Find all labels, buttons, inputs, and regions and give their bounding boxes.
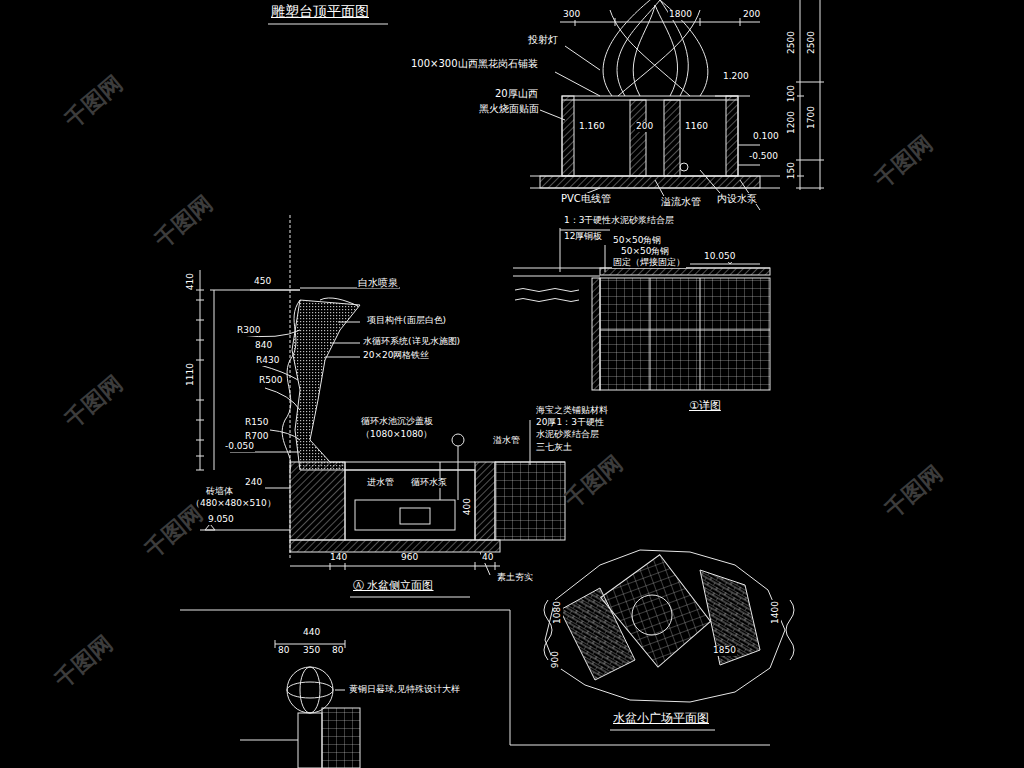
annotation-text: （1080×1080） xyxy=(360,430,433,440)
annotation-text: 水循环系统(详见水施图) xyxy=(362,337,461,347)
annotation-text: 素土夯实 xyxy=(496,573,534,583)
annotation-text: 投射灯 xyxy=(527,34,559,45)
annotation-text: 40 xyxy=(481,553,494,563)
watermark: 千图网 xyxy=(60,371,128,433)
annotation-text: 1：3干硬性水泥砂浆结合层 xyxy=(563,216,675,226)
annotation-text: 960 xyxy=(400,553,419,563)
annotation-text: 进水管 xyxy=(366,478,395,488)
dimension-text: 1700 xyxy=(807,105,817,130)
annotation-text: 440 xyxy=(302,628,321,638)
annotation-text: 80 xyxy=(277,646,290,656)
annotation-text: R430 xyxy=(255,356,280,366)
annotation-text: 1.200 xyxy=(722,72,750,82)
annotation-text: 内设水泵 xyxy=(716,193,758,204)
annotation-text: 1.160 xyxy=(578,122,606,132)
annotation-text: 三七灰土 xyxy=(535,443,573,453)
annotation-text: 溢流水管 xyxy=(660,196,702,207)
annotation-text: PVC电线管 xyxy=(560,193,612,204)
annotation-text: 项目构件(面层白色) xyxy=(366,316,447,326)
dimension-text: 410 xyxy=(186,272,196,291)
annotation-text: 240 xyxy=(244,478,263,488)
annotation-text: 20×20网格铁丝 xyxy=(362,351,430,361)
annotation-text: 1850 xyxy=(712,646,737,656)
view-title: 雕塑台顶平面图 xyxy=(270,4,370,19)
dimension-text: 1080 xyxy=(553,600,563,625)
annotation-text: 砖墙体 xyxy=(205,487,234,497)
dimension-text: 100 xyxy=(787,84,797,103)
watermark: 千图网 xyxy=(50,631,118,693)
annotation-text: 循环水池沉沙盖板 xyxy=(360,417,434,427)
annotation-text: 9.050 xyxy=(207,515,235,525)
watermark: 千图网 xyxy=(560,451,628,513)
annotation-text: 200 xyxy=(635,122,654,132)
annotation-text: 300 xyxy=(562,10,581,20)
annotation-text: 20厚1：3干硬性 xyxy=(535,418,605,428)
annotation-text: 溢水管 xyxy=(492,436,521,446)
annotation-text: 140 xyxy=(329,553,348,563)
annotation-text: 12厚铜板 xyxy=(563,232,603,242)
annotation-text: 10.050 xyxy=(703,252,737,262)
annotation-text: 水泥砂浆结合层 xyxy=(535,430,600,440)
annotation-text: 黑火烧面贴面 xyxy=(478,103,540,114)
annotation-text: 200 xyxy=(742,10,761,20)
dimension-text: 900 xyxy=(551,650,561,669)
annotation-text: R300 xyxy=(236,326,261,336)
annotation-text: R150 xyxy=(244,418,269,428)
annotation-text: 白水喷泉 xyxy=(357,277,399,288)
annotation-text: -0.050 xyxy=(224,442,255,452)
watermark: 千图网 xyxy=(870,131,938,193)
annotation-text: 50×50角钢 xyxy=(612,236,662,246)
annotation-text: 循环水泵 xyxy=(410,478,448,488)
annotation-text: 840 xyxy=(254,341,273,351)
watermark: 千图网 xyxy=(140,501,208,563)
annotation-text: 350 xyxy=(302,646,321,656)
watermark: 千图网 xyxy=(150,191,218,253)
annotation-text: （480×480×510） xyxy=(190,499,277,509)
annotation-text: R700 xyxy=(244,432,269,442)
annotation-text: 100×300山西黑花岗石铺装 xyxy=(410,58,539,69)
dimension-text: 1200 xyxy=(787,110,797,135)
dimension-text: 400 xyxy=(463,497,473,516)
annotation-text: 80 xyxy=(331,646,344,656)
view-title: Ⓐ 水盆侧立面图 xyxy=(352,580,435,592)
annotation-text: R500 xyxy=(258,376,283,386)
dimension-text: 1110 xyxy=(186,362,196,387)
annotation-text: 黄铜日晷球,见特殊设计大样 xyxy=(348,685,461,695)
annotation-text: 海宝之类铺贴材料 xyxy=(535,406,609,416)
annotation-text: 1160 xyxy=(684,122,709,132)
annotation-text: 1800 xyxy=(668,10,693,20)
view-title: ①详图 xyxy=(688,400,722,412)
annotation-text: 50×50角钢 xyxy=(620,247,670,257)
annotation-text: -0.500 xyxy=(748,152,779,162)
dimension-text: 2500 xyxy=(787,30,797,55)
dimension-text: 2500 xyxy=(807,30,817,55)
dimension-text: 1400 xyxy=(771,600,781,625)
watermark: 千图网 xyxy=(880,461,948,523)
annotation-text: 20厚山西 xyxy=(494,88,539,99)
annotation-text: 0.100 xyxy=(752,132,780,142)
view-title: 水盆小广场平面图 xyxy=(612,712,710,725)
dimension-text: 150 xyxy=(787,161,797,180)
watermark: 千图网 xyxy=(60,71,128,133)
annotation-text: 固定（焊接固定） xyxy=(612,258,686,268)
annotation-text: 450 xyxy=(253,277,272,287)
